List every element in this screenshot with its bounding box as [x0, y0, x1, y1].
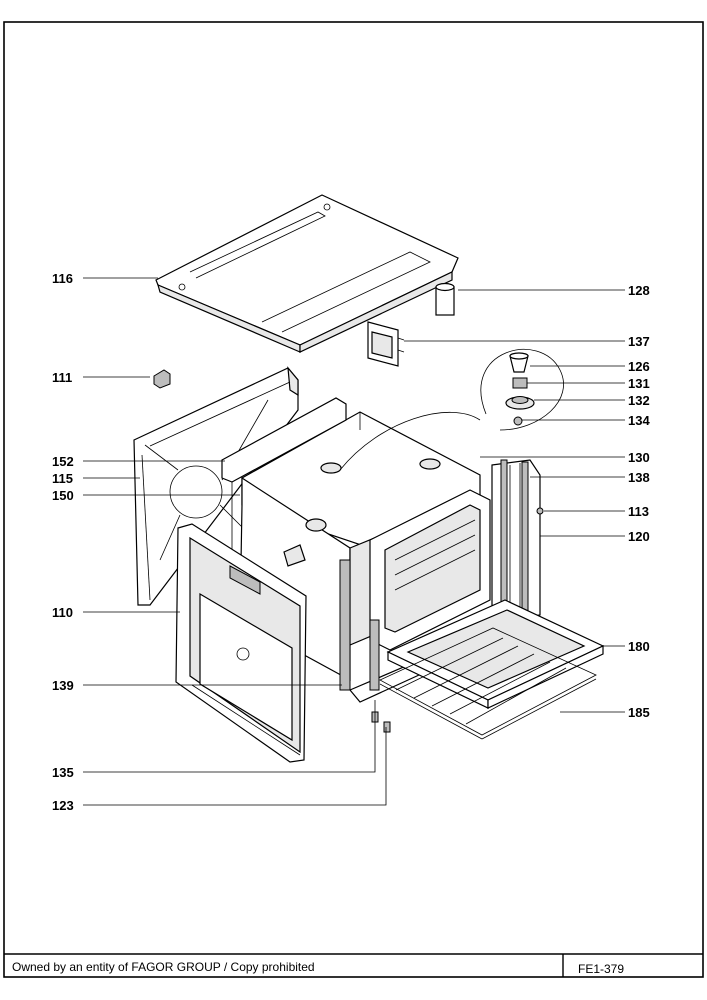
callout-152: 152	[52, 454, 74, 469]
callout-138: 138	[628, 470, 650, 485]
callout-labels: 116 128 137 111 126 131 132 134 152 130 …	[52, 271, 650, 813]
callout-180: 180	[628, 639, 650, 654]
top-cover-panel	[155, 194, 459, 353]
rear-panel	[133, 366, 299, 606]
callout-185: 185	[628, 705, 650, 720]
baking-tray	[386, 599, 605, 709]
footer-drawing-code: FE1-379	[578, 962, 624, 976]
lamp-assembly	[480, 349, 564, 431]
callout-135: 135	[52, 765, 74, 780]
callout-131: 131	[628, 376, 650, 391]
callout-134: 134	[628, 413, 650, 428]
bracket-part	[367, 321, 405, 367]
door-hinge	[339, 559, 380, 691]
clip-part	[153, 369, 171, 389]
callout-120: 120	[628, 529, 650, 544]
callout-139: 139	[52, 678, 74, 693]
leader-lines	[83, 277, 625, 806]
sheet-border	[3, 21, 704, 978]
callout-123: 123	[52, 798, 74, 813]
callout-115: 115	[52, 471, 73, 486]
footer-owner-text: Owned by an entity of FAGOR GROUP / Copy…	[12, 960, 315, 974]
callout-150: 150	[52, 488, 74, 503]
callout-110: 110	[52, 605, 73, 620]
cylinder-part	[435, 282, 455, 316]
callout-128: 128	[628, 283, 650, 298]
callout-132: 132	[628, 393, 650, 408]
wire-rack	[379, 627, 597, 740]
front-door-panel	[175, 523, 307, 763]
cavity-wire	[339, 412, 481, 471]
front-frame	[349, 489, 491, 703]
screw-part	[536, 507, 544, 515]
callout-116: 116	[52, 271, 73, 286]
callout-111: 111	[52, 370, 72, 385]
callout-137: 137	[628, 334, 650, 349]
callout-126: 126	[628, 359, 650, 374]
callout-113: 113	[628, 504, 649, 519]
callout-130: 130	[628, 450, 650, 465]
right-side-panel	[491, 459, 541, 621]
